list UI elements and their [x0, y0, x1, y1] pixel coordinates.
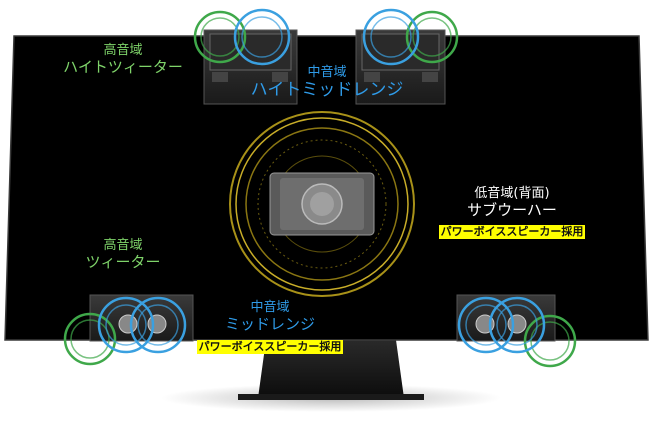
tweeter-rings — [63, 10, 577, 368]
label-title: 高音域 — [103, 238, 143, 253]
label-name: ハイトミッドレンジ — [250, 79, 404, 100]
woofer-unit — [269, 172, 375, 236]
label-name: サブウーハー — [467, 200, 557, 219]
label-title: 低音域(背面) — [474, 186, 550, 201]
label-high-tweeter-top: 高音域 ハイトツィーター — [48, 43, 198, 76]
powervoice-badge: パワーボイススピーカー採用 — [196, 340, 344, 355]
label-name: ミッドレンジ — [224, 314, 315, 333]
label-name: ハイトツィーター — [63, 57, 183, 76]
label-mid-range: 中音域 ミッドレンジ パワーボイススピーカー採用 — [170, 300, 370, 355]
label-name: ツィーター — [85, 252, 161, 271]
label-high-tweeter-bottom: 高音域 ツィーター — [48, 238, 198, 271]
label-title: 中音域 — [307, 65, 347, 80]
powervoice-badge: パワーボイススピーカー採用 — [438, 225, 586, 240]
label-title: 中音域 — [250, 300, 290, 315]
top-right-speaker-box — [355, 29, 446, 105]
midrange-rings — [97, 8, 546, 354]
stand-base — [238, 394, 424, 400]
label-mid-height: 中音域 ハイトミッドレンジ — [232, 65, 422, 100]
label-title: 高音域 — [103, 43, 143, 58]
label-subwoofer: 低音域(背面) サブウーハー パワーボイススピーカー採用 — [412, 186, 612, 240]
tv-stand — [258, 340, 404, 398]
